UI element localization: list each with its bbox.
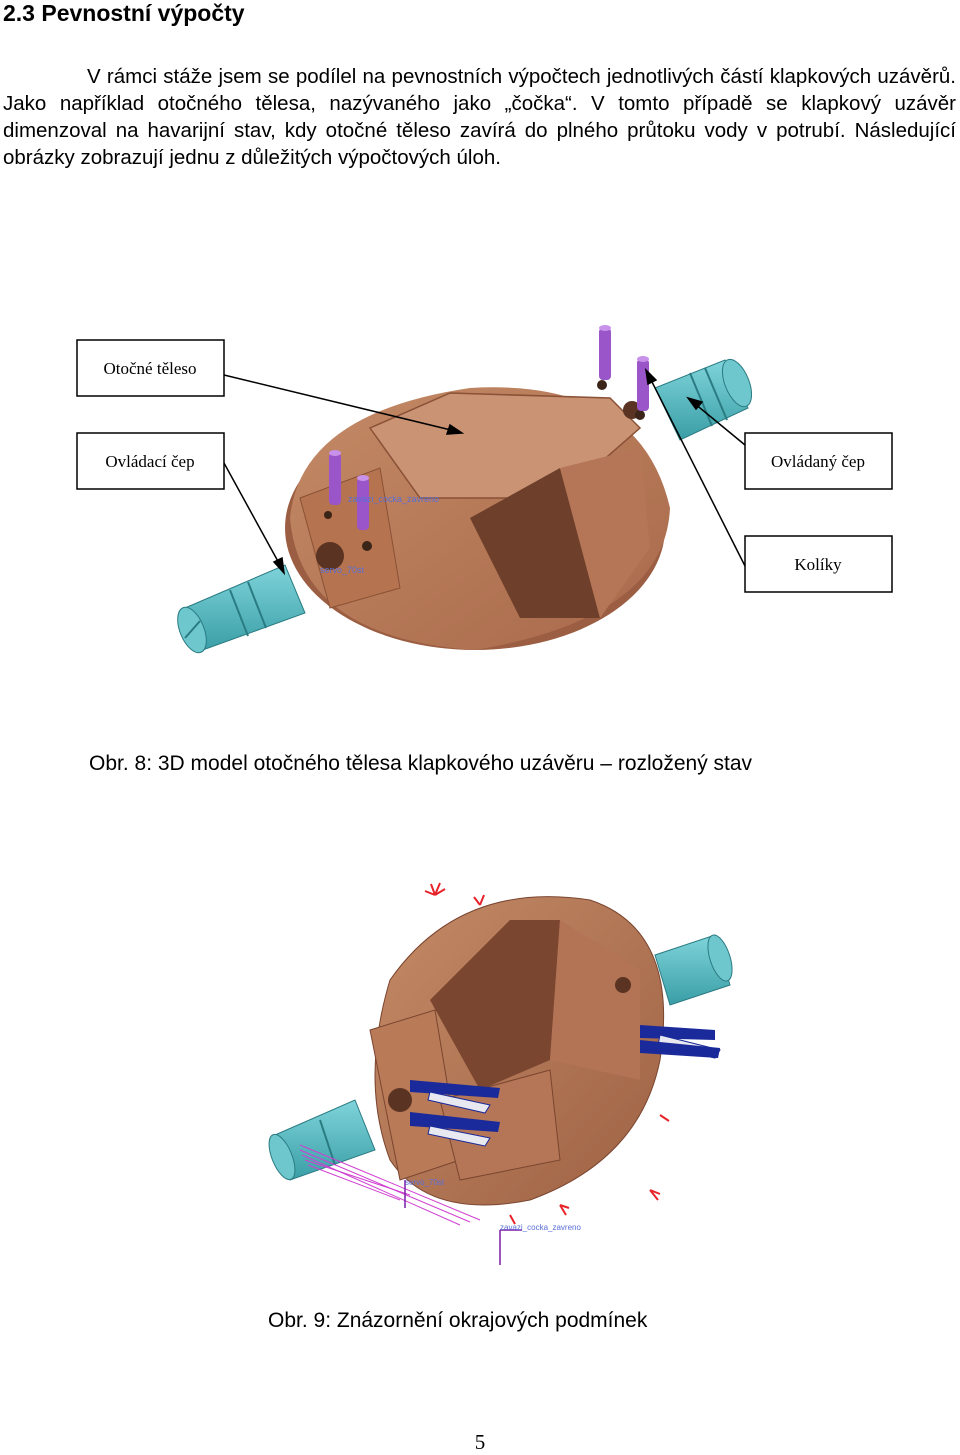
figure8-caption: Obr. 8: 3D model otočného tělesa klapkov… (89, 752, 753, 775)
control-shaft (268, 1099, 376, 1181)
load-lines (299, 1144, 481, 1226)
model-tag-1: servo_70st (405, 1178, 445, 1187)
label-control-pin: Ovládací čep (105, 452, 194, 471)
label-box-driven-pin: Ovládaný čep (744, 432, 893, 490)
control-shaft (177, 564, 306, 654)
label-driven-pin: Ovládaný čep (771, 452, 865, 471)
figure9-caption: Obr. 9: Znázornění okrajových podmínek (268, 1309, 648, 1332)
model-tag-1: zavazi_cocka_zavreno (348, 494, 439, 504)
label-pins: Kolíky (794, 555, 842, 574)
page-number: 5 (474, 1430, 486, 1454)
driven-shaft (654, 934, 733, 1006)
axis-triad (404, 1180, 522, 1265)
label-body: Otočné těleso (104, 359, 197, 378)
constraint-markers (410, 1025, 721, 1147)
model-tag-2: servo_70st (320, 565, 365, 575)
disc-body (369, 896, 665, 1206)
section-heading: 2.3 Pevnostní výpočty (3, 0, 245, 26)
body-paragraph: V rámci stáže jsem se podílel na pevnost… (3, 65, 956, 169)
label-box-pins: Kolíky (744, 535, 893, 593)
label-box-body: Otočné těleso (76, 339, 225, 397)
force-markers (424, 882, 670, 1225)
figure-boundary-conditions: servo_70st zavazi_cocka_zavreno (268, 882, 733, 1265)
model-tag-2: zavazi_cocka_zavreno (500, 1223, 581, 1232)
driven-shaft (654, 358, 753, 441)
label-box-control-pin: Ovládací čep (76, 432, 225, 490)
disc-body (285, 380, 670, 650)
leader-arrows (223, 367, 746, 576)
figure-3d-model-exploded: zavazi_cocka_zavreno servo_70st Otočné t… (76, 325, 893, 654)
